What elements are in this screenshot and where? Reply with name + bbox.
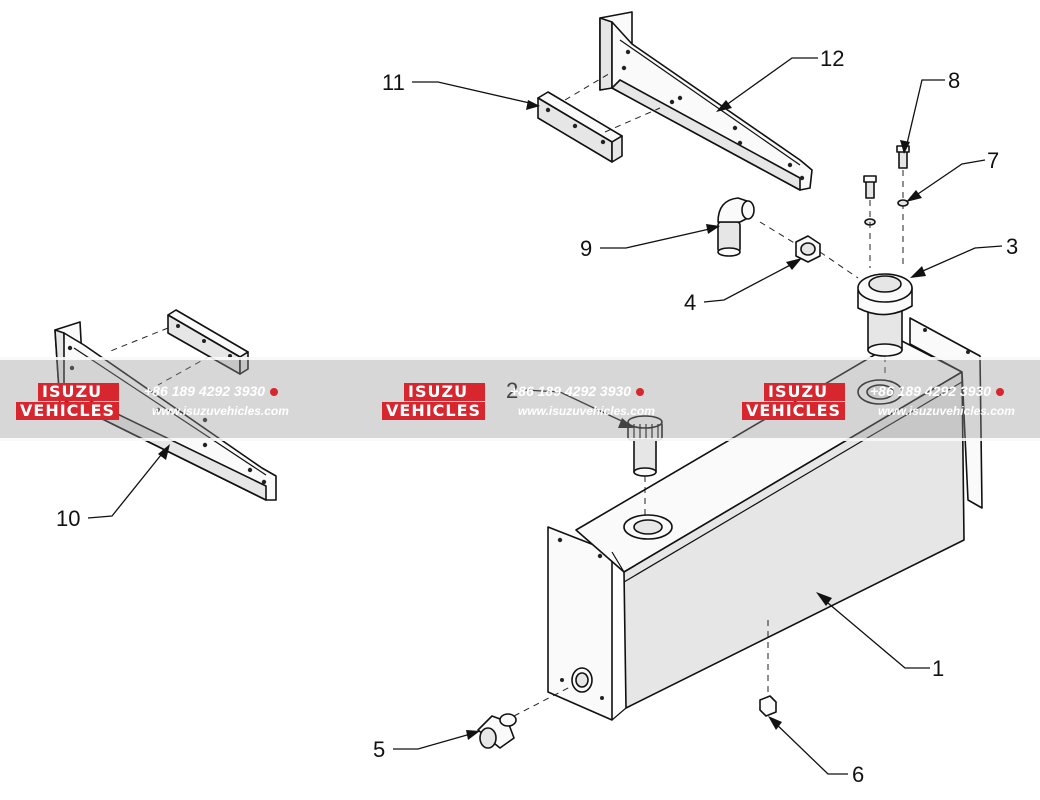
part-4-fitting [759,221,859,279]
watermark-band [0,357,1040,441]
callout-10: 10 [56,506,80,531]
watermark-logo: ISUZU VEHICLES [742,383,846,420]
watermark-url: www.isuzuvehicles.com [518,404,655,418]
part-12-upper-bracket [599,11,813,191]
part-1-tank [547,317,983,721]
callout-12: 12 [820,46,844,71]
watermark-phone: +86 189 4292 3930 [510,383,644,399]
part-5-elbow [477,685,573,749]
part-3-filler-cap [857,273,913,378]
watermark-logo: ISUZU VEHICLES [16,383,120,420]
watermark-logo: ISUZU VEHICLES [382,383,486,420]
bolt-pair [863,175,877,268]
callout-1: 1 [932,656,944,681]
callout-9: 9 [580,236,592,261]
watermark-url: www.isuzuvehicles.com [152,404,289,418]
watermark-url: www.isuzuvehicles.com [878,404,1015,418]
watermark-phone: +86 189 4292 3930 [870,383,1004,399]
watermark-phone: +86 189 4292 3930 [144,383,278,399]
part-6-drain-plug [759,620,777,717]
callout-5: 5 [373,737,385,762]
part-7-washer [897,199,909,207]
callout-8: 8 [948,68,960,93]
callout-7: 7 [987,148,999,173]
leader-lines [87,57,1003,775]
part-8-bolt [896,145,910,268]
part-9-elbow [717,197,755,257]
part-2-breather [627,415,663,515]
callout-11: 11 [382,70,405,95]
part-11-upper-plate [537,71,661,163]
callout-4: 4 [684,290,696,315]
callout-3: 3 [1006,234,1018,259]
callout-6: 6 [852,762,864,787]
